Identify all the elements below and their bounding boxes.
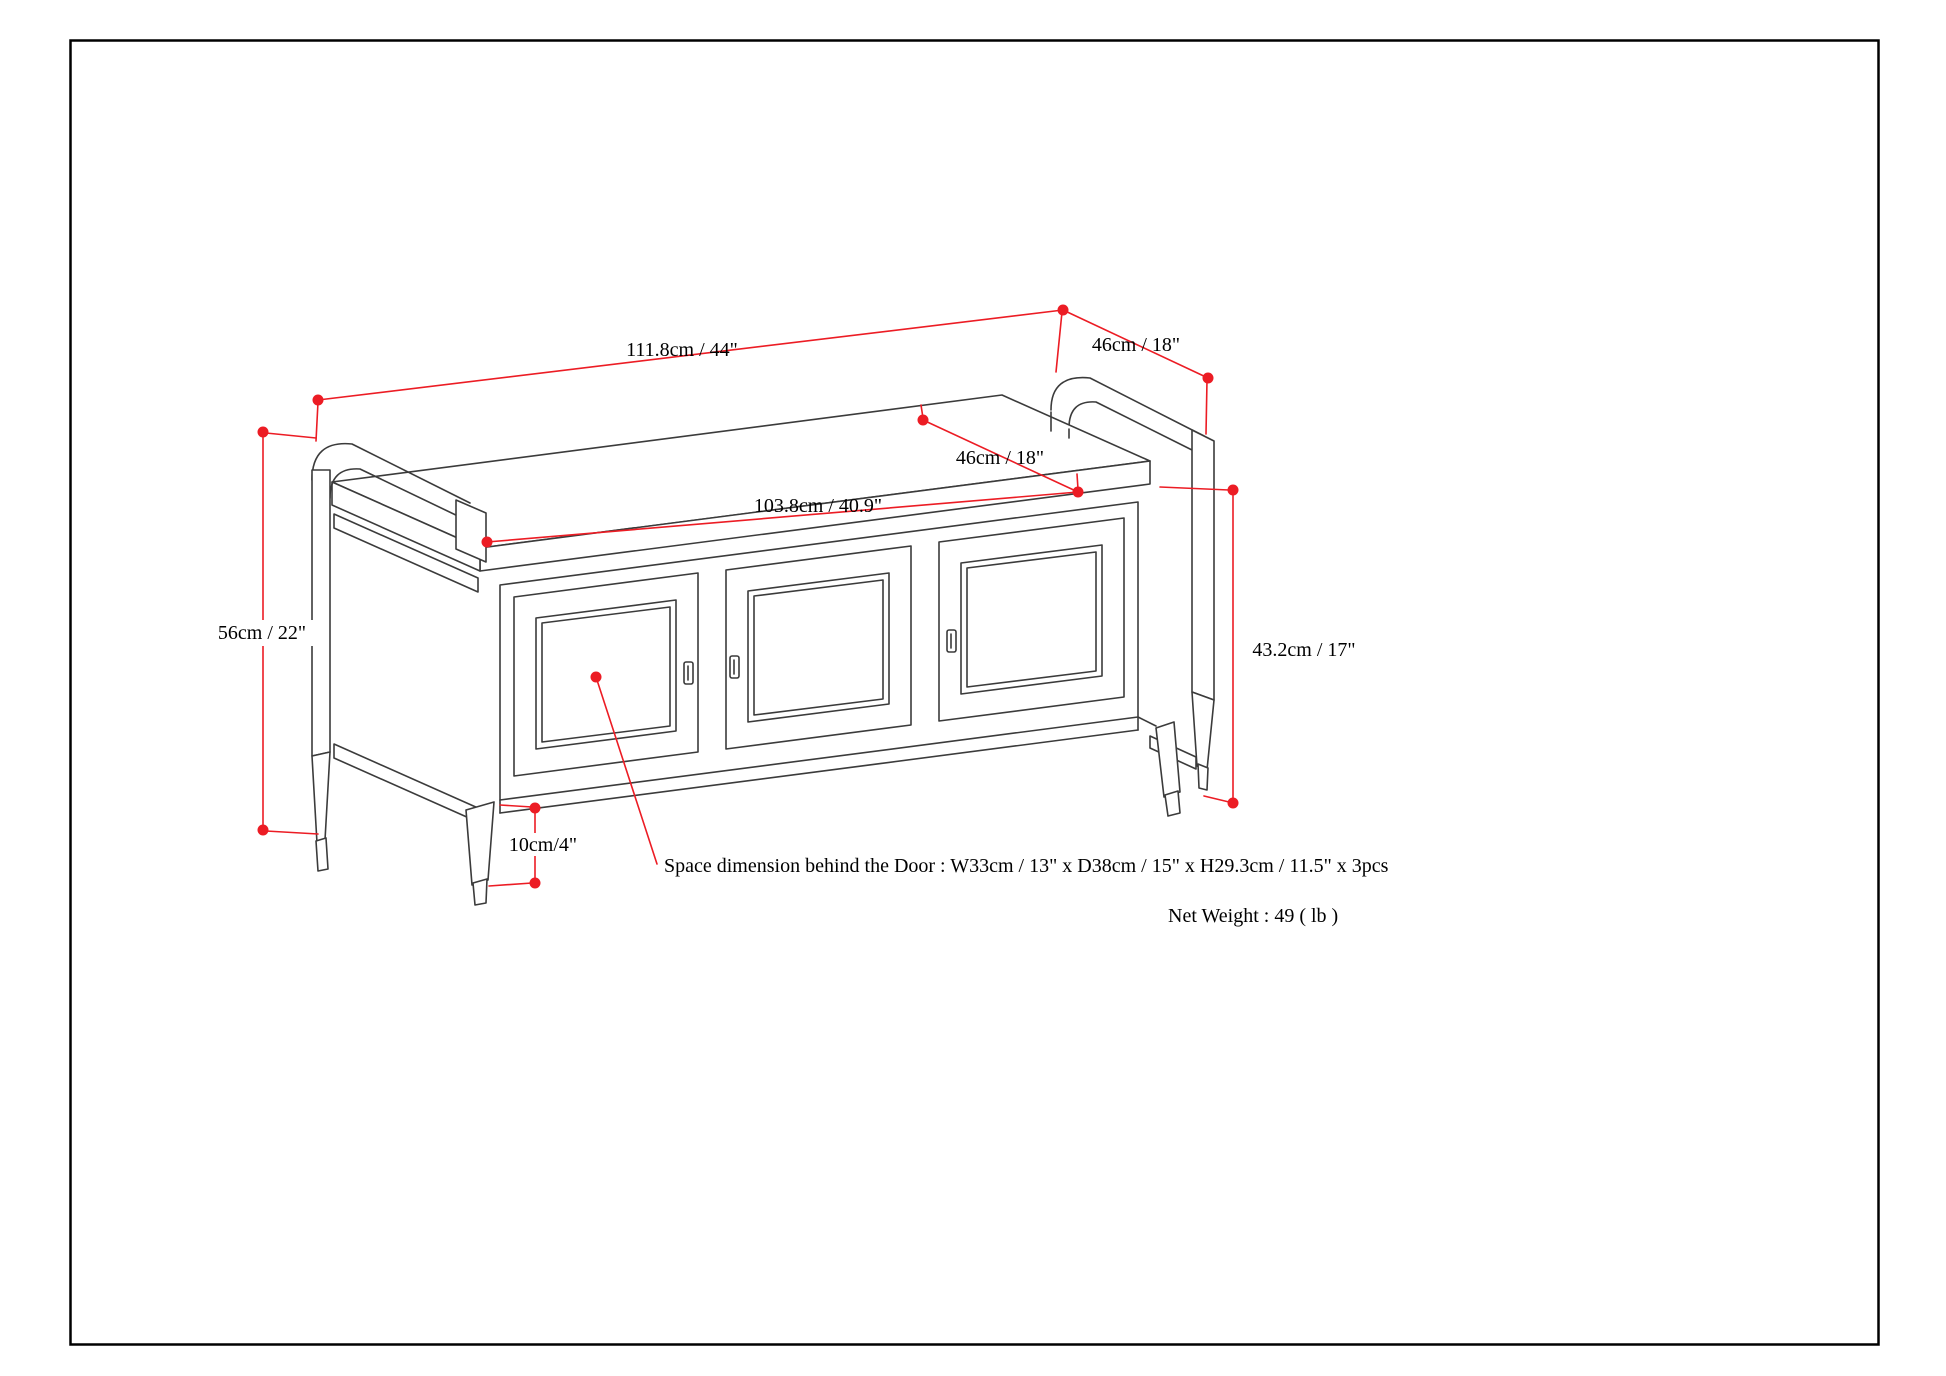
left-stretcher-rail [333,513,479,593]
door-middle-panel-inner [753,579,884,716]
door-left [513,572,699,777]
drawing-border-frame [69,39,1880,1346]
door-middle [725,545,912,750]
dimension-line [922,419,1079,493]
door-right-handle-icon [946,629,957,653]
extension-line [499,804,533,808]
right-rear-leg [1155,721,1181,798]
dimension-endpoint-dot [1227,797,1239,809]
extension-line [488,882,533,887]
left-rear-post [311,469,331,757]
dimension-line [317,309,1064,401]
dimension-seat-width-label: 103.8cm / 40.9" [754,495,882,517]
left-rear-foot [315,837,329,872]
dimension-endpoint-dot [257,426,269,438]
dimension-cabinet-height-label: 43.2cm / 17" [1252,639,1355,661]
dimension-overall-height-label: 56cm / 22" [218,622,306,644]
door-space-leader [590,671,658,865]
dimension-endpoint-dot [1227,484,1239,496]
extension-line [265,830,319,835]
dimension-endpoint-dot [481,536,493,548]
left-arm [311,442,495,906]
dimension-cabinet-height: 43.2cm / 17" [1159,484,1356,809]
door-middle-outer [725,545,912,750]
dimension-annotations: 111.8cm / 44" 46cm / 18" 46cm / 18" [206,304,1356,889]
door-right [938,517,1125,722]
extension-line [1203,795,1230,803]
door-middle-panel [747,572,890,723]
left-rear-leg [311,751,331,844]
door-left-panel-inner [541,606,671,743]
net-weight-note: Net Weight : 49 ( lb ) [1168,905,1338,927]
dimension-endpoint-dot [1202,372,1214,384]
extension-line [315,401,319,442]
door-space-note: Space dimension behind the Door : W33cm … [664,855,1389,877]
dimension-seat-depth-label: 46cm / 18" [956,447,1044,469]
right-front-foot [1197,763,1209,791]
bench-line-art [311,376,1215,906]
cabinet-bottom-stretcher [499,729,1139,814]
extension-line [1076,473,1079,490]
extension-line [265,432,317,439]
cabinet [499,501,1139,814]
dimension-seat-width: 103.8cm / 40.9" [481,491,1079,548]
door-left-handle-icon [683,661,694,685]
right-front-post [1191,429,1215,701]
right-arm-outer-arc [1050,376,1205,437]
right-arm-inner-arc [1068,401,1197,453]
left-front-post [455,499,487,563]
dimension-leg-height-label: 10cm/4" [509,834,577,856]
right-arm [1050,376,1215,817]
right-rear-foot [1164,790,1181,817]
door-right-outer [938,517,1125,722]
dimension-endpoint-dot [917,414,929,426]
label-background [206,620,320,646]
dimension-top-depth-label: 46cm / 18" [1092,334,1180,356]
seat-left-edge [331,481,481,572]
dimension-top-depth: 46cm / 18" [1062,309,1214,435]
dimension-endpoint-dot [529,877,541,889]
left-front-foot [472,878,488,906]
dimension-leg-height: 10cm/4" [488,802,584,889]
leader-line [595,676,658,865]
dimension-top-width-label: 111.8cm / 44" [626,339,738,361]
left-front-leg [465,801,495,886]
seat [331,394,1151,572]
dimension-overall-height: 56cm / 22" [206,426,320,836]
door-middle-handle-icon [729,655,740,679]
door-right-panel-inner [966,551,1097,688]
dimension-endpoint-dot [529,802,541,814]
dimension-line [1062,309,1209,379]
extension-line [1205,379,1208,435]
cabinet-bottom-ticks [499,716,1139,814]
dimension-top-width: 111.8cm / 44" [312,304,1069,442]
door-left-panel [535,599,677,750]
leader-dot [590,671,602,683]
left-bottom-rail [333,743,479,823]
dimension-line [486,491,1079,543]
dimension-seat-depth: 46cm / 18" [917,404,1084,498]
extension-line [1055,311,1063,373]
right-rail-connector [1137,716,1157,727]
door-left-outer [513,572,699,777]
dimension-endpoint-dot [312,394,324,406]
label-background [504,833,584,856]
extension-line [1159,486,1230,491]
door-right-panel [960,544,1103,695]
dimension-endpoint-dot [257,824,269,836]
